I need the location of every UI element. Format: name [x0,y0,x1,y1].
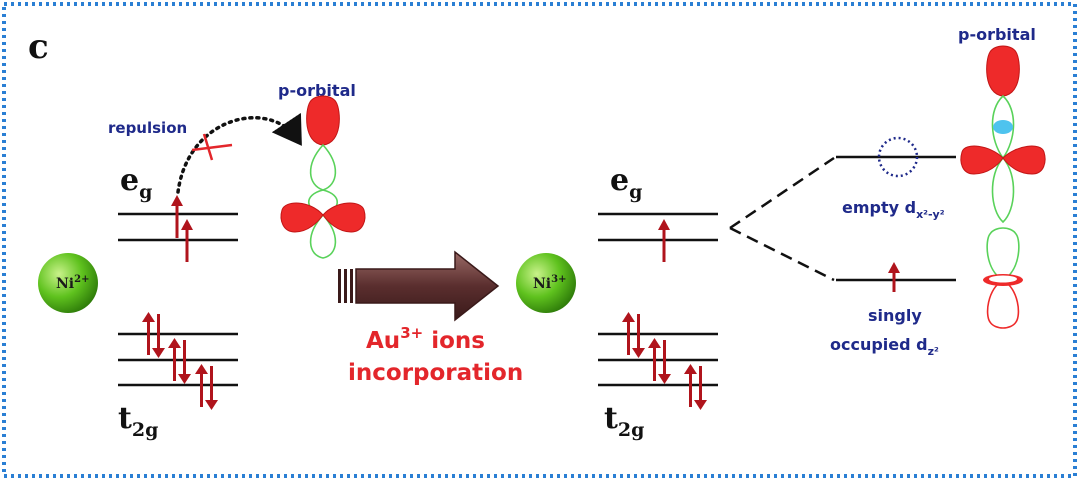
ni2-sphere: Ni2+ [38,253,98,313]
transition-arrow [338,250,500,322]
singly-label: singly [868,306,922,325]
right-dz2-orbital [983,227,1023,329]
incorporation-label: incorporation [348,360,523,386]
left-t2g-pair-2 [168,338,191,384]
repulsion-label: repulsion [108,119,187,137]
right-eg-label: eg [610,163,642,203]
left-t2g-pair-3 [195,364,218,410]
dz2-electron [888,262,900,292]
empty-dx2y2-label: empty dx²-y² [842,198,945,221]
right-t2g-pair-2 [648,338,671,384]
left-eg-electron-1 [171,195,183,238]
right-t2g-pair-3 [684,364,707,410]
left-t2g-label: t2g [118,401,158,441]
repulsion-blocked-mark [191,133,233,161]
right-p-orbital-upper [960,45,1046,224]
right-t2g-label: t2g [604,401,644,441]
occupied-dz2-label: occupied dz² [830,335,939,358]
ni3-label: Ni3+ [533,274,566,292]
right-t2g-pair-1 [622,312,645,358]
left-t2g-pair-1 [142,312,165,358]
left-p-orbital [280,95,366,259]
right-eg-electron [658,219,670,262]
right-p-orbital-label: p-orbital [958,25,1036,44]
splitting-dashed-lower [729,226,835,282]
au-ions-label: Au3+ ions [366,324,485,354]
left-p-orbital-label: p-orbital [278,81,356,100]
left-eg-label: eg [120,163,152,203]
ni3-sphere: Ni3+ [516,253,576,313]
repulsion-dotted-arrow [176,112,302,194]
splitting-dashed-upper [729,156,835,230]
ni2-label: Ni2+ [56,274,89,292]
panel-label: c [28,27,49,67]
empty-orbital-hole [877,136,919,178]
left-eg-electron-2 [181,219,193,262]
